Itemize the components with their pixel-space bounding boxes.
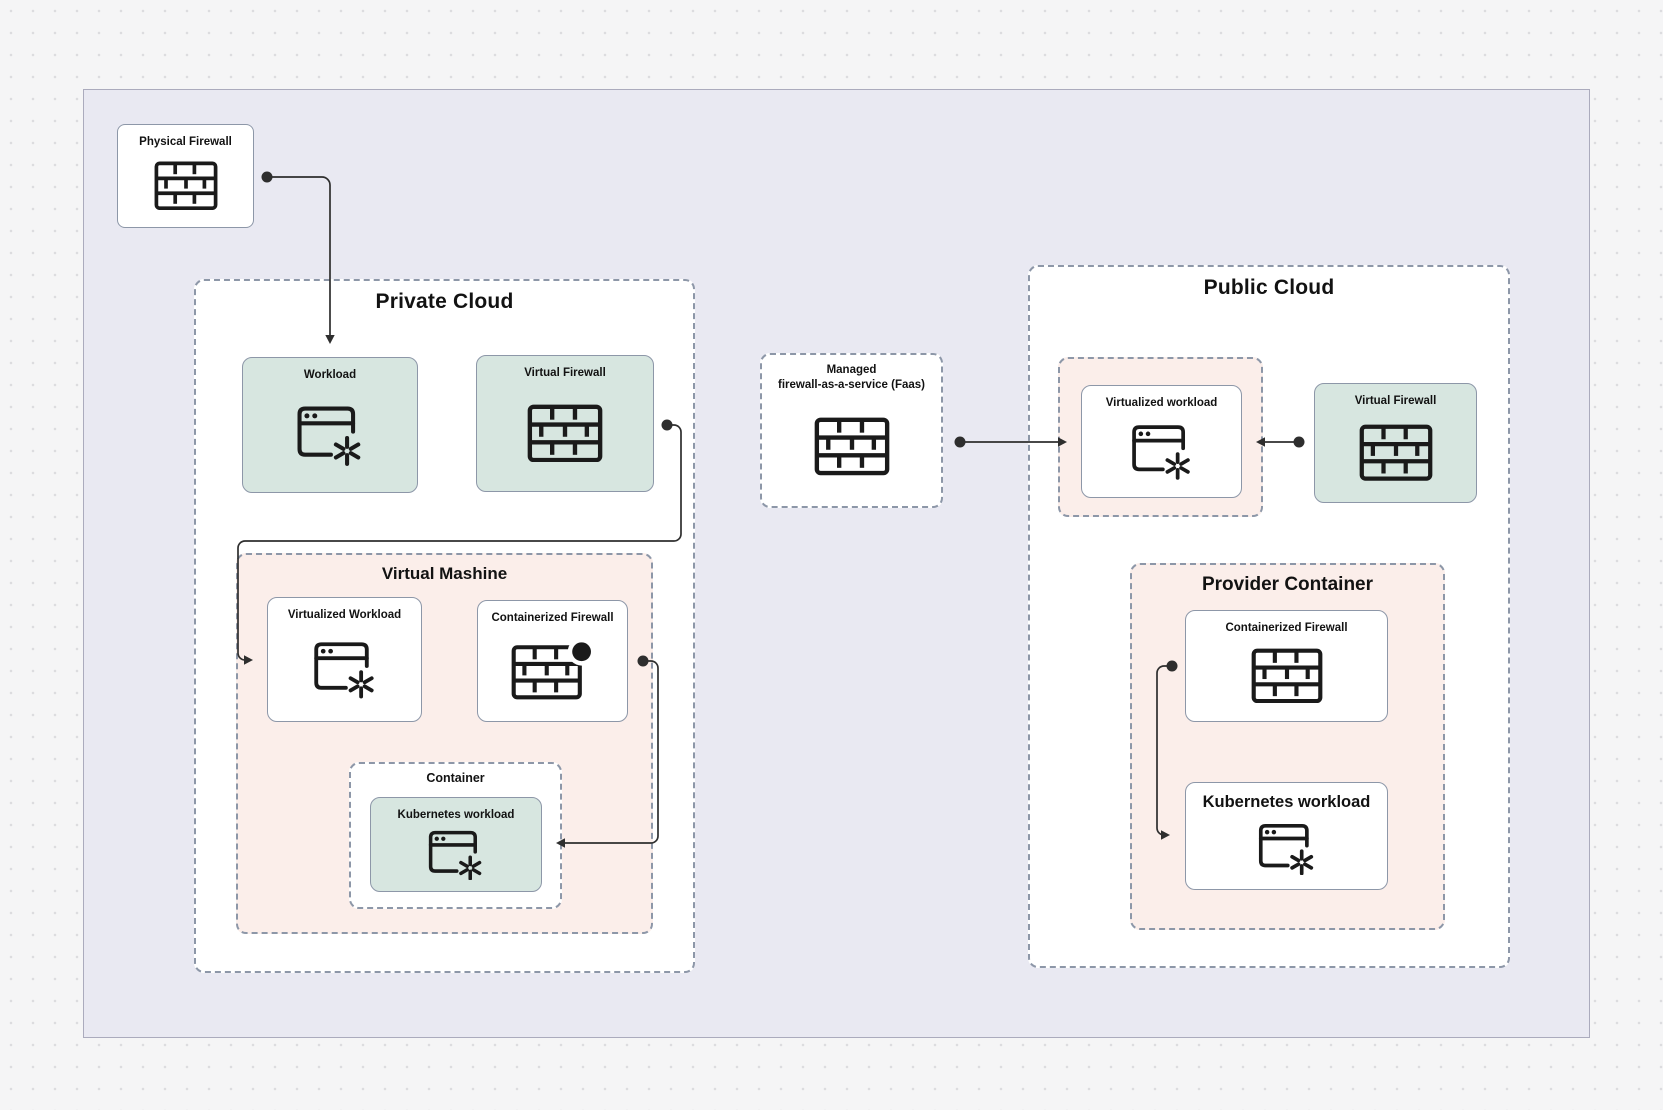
managed-faas-label-line2: firewall-as-a-service (Faas) (777, 378, 926, 391)
node-virtual-firewall-private[interactable]: Virtual Firewall (476, 355, 654, 492)
firewall-icon (1359, 409, 1433, 502)
public-cloud-title: Public Cloud (1203, 276, 1335, 299)
kubernetes-workload-label: Kubernetes workload (1202, 793, 1371, 811)
workload-icon (1129, 411, 1195, 497)
firewall-icon (527, 381, 603, 491)
node-containerized-firewall-private[interactable]: Containerized Firewall (477, 600, 628, 722)
node-managed-faas[interactable]: Managed firewall-as-a-service (Faas) (760, 353, 943, 508)
firewall-icon (1251, 636, 1323, 721)
node-kubernetes-workload-public[interactable]: Kubernetes workload (1185, 782, 1388, 890)
virtualized-workload-label: Virtualized Workload (287, 609, 402, 621)
provider-container-title: Provider Container (1201, 574, 1374, 595)
containerized-firewall-label: Containerized Firewall (491, 612, 614, 624)
container-title: Container (426, 771, 485, 785)
containerized-firewall-icon (511, 626, 595, 721)
node-physical-firewall[interactable]: Physical Firewall (117, 124, 254, 228)
virtualized-workload-label: Virtualized workload (1105, 397, 1218, 409)
virtual-machine-title: Virtual Mashine (381, 564, 508, 583)
workload-icon (1256, 813, 1318, 889)
physical-firewall-label: Physical Firewall (139, 136, 232, 148)
workload-icon (426, 823, 486, 891)
workload-icon (294, 383, 366, 492)
node-virtual-firewall-public[interactable]: Virtual Firewall (1314, 383, 1477, 503)
node-virtualized-workload-public[interactable]: Virtualized workload (1081, 385, 1242, 498)
virtual-firewall-label: Virtual Firewall (1354, 395, 1437, 407)
node-virtualized-workload-private[interactable]: Virtualized Workload (267, 597, 422, 722)
managed-faas-label-line1: Managed (826, 364, 877, 376)
firewall-icon (154, 150, 218, 227)
workload-label: Workload (303, 369, 357, 381)
private-cloud-title: Private Cloud (375, 290, 514, 313)
kubernetes-workload-label: Kubernetes workload (397, 809, 515, 821)
workload-icon (311, 623, 379, 721)
firewall-icon (814, 393, 890, 506)
node-containerized-firewall-public[interactable]: Containerized Firewall (1185, 610, 1388, 722)
virtual-firewall-label: Virtual Firewall (524, 367, 606, 379)
containerized-firewall-label: Containerized Firewall (1225, 622, 1348, 634)
node-kubernetes-workload-private[interactable]: Kubernetes workload (370, 797, 542, 892)
node-workload[interactable]: Workload (242, 357, 418, 493)
